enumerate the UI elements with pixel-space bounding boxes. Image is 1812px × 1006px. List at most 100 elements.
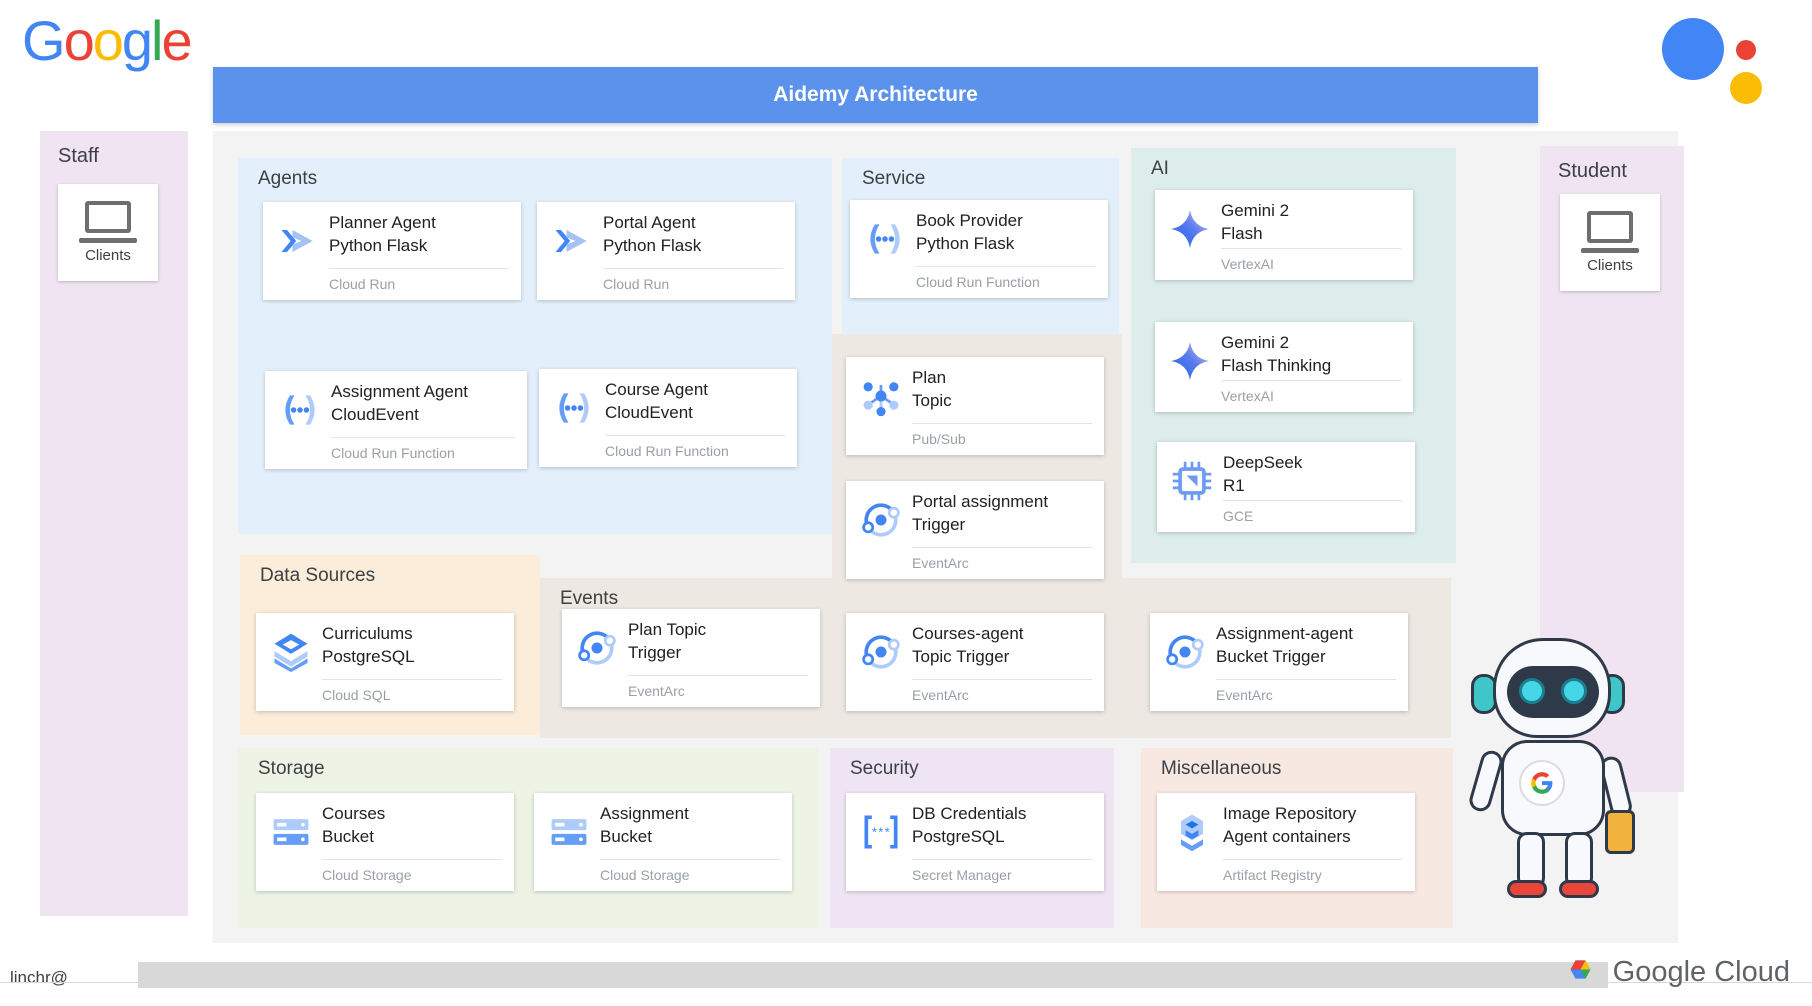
cloud-storage-icon xyxy=(268,809,314,855)
card-assignment-agent-bucket-trigger[interactable]: Assignment-agent Bucket Trigger EventArc xyxy=(1150,613,1408,711)
card-title: Portal Agent Python Flask xyxy=(603,213,702,255)
laptop-icon xyxy=(79,201,137,243)
card-subtitle: EventArc xyxy=(912,679,1092,711)
card-assignment-agent[interactable]: Assignment Agent CloudEvent Cloud Run Fu… xyxy=(265,371,527,469)
robot-tablet xyxy=(1605,810,1635,854)
page-title: Aidemy Architecture xyxy=(773,83,978,106)
eventarc-icon xyxy=(1162,629,1208,675)
card-title: DeepSeek R1 xyxy=(1223,453,1303,495)
cloud-function-icon xyxy=(277,387,323,433)
card-title: Courses Bucket xyxy=(322,804,386,846)
student-clients-label: Clients xyxy=(1587,257,1633,274)
google-logo-letter-e: e xyxy=(161,9,192,72)
robot-eye-right xyxy=(1561,678,1587,704)
card-title: Assignment Bucket xyxy=(600,804,689,846)
card-title: DB Credentials PostgreSQL xyxy=(912,804,1027,846)
group-security-title: Security xyxy=(850,758,919,779)
robot-chest-google-icon xyxy=(1519,760,1565,806)
card-subtitle: EventArc xyxy=(1216,679,1396,711)
card-image-repository[interactable]: Image Repository Agent containers Artifa… xyxy=(1157,793,1415,891)
card-courses-agent-topic-trigger[interactable]: Courses-agent Topic Trigger EventArc xyxy=(846,613,1104,711)
card-plan-topic-trigger[interactable]: Plan Topic Trigger EventArc xyxy=(562,609,820,707)
card-subtitle: Secret Manager xyxy=(912,859,1092,891)
card-portal-assignment-trigger[interactable]: Portal assignment Trigger EventArc xyxy=(846,481,1104,579)
card-title: Course Agent CloudEvent xyxy=(605,380,709,422)
card-deepseek-r1[interactable]: DeepSeek R1 GCE xyxy=(1157,442,1415,532)
card-subtitle: Cloud Run xyxy=(329,268,509,300)
footer-divider xyxy=(0,982,1812,983)
student-panel-title: Student xyxy=(1558,160,1627,182)
cloud-storage-icon xyxy=(546,809,592,855)
card-title: Assignment Agent CloudEvent xyxy=(331,382,469,424)
card-plan-topic[interactable]: Plan Topic Pub/Sub xyxy=(846,357,1104,455)
eventarc-icon xyxy=(858,497,904,543)
card-gemini-2-flash-thinking[interactable]: Gemini 2 Flash Thinking VertexAI xyxy=(1155,322,1413,412)
staff-panel-title: Staff xyxy=(58,145,99,167)
secret-manager-icon: *** xyxy=(858,809,904,855)
card-title: Plan Topic xyxy=(912,368,952,410)
assistant-dot-blue xyxy=(1662,18,1724,80)
google-logo-letter-G: G xyxy=(22,9,66,72)
diagram-title-bar: Aidemy Architecture xyxy=(213,67,1538,123)
card-title: Curriculums PostgreSQL xyxy=(322,624,415,666)
card-db-credentials[interactable]: *** DB Credentials PostgreSQL Secret Man… xyxy=(846,793,1104,891)
card-subtitle: Cloud Run xyxy=(603,268,783,300)
card-subtitle: GCE xyxy=(1223,500,1403,532)
card-courses-bucket[interactable]: Courses Bucket Cloud Storage xyxy=(256,793,514,891)
card-title: Gemini 2 Flash xyxy=(1221,201,1290,243)
cloud-run-icon xyxy=(549,218,595,264)
svg-text:*: * xyxy=(872,825,877,840)
assistant-dot-yellow xyxy=(1730,72,1762,104)
card-subtitle: EventArc xyxy=(628,675,808,707)
google-logo-letter-o2: o xyxy=(92,9,124,72)
google-assistant-dots xyxy=(1662,12,1782,104)
gemini-sparkle-icon xyxy=(1167,206,1213,252)
card-subtitle: Cloud Run Function xyxy=(916,266,1096,298)
card-course-agent[interactable]: Course Agent CloudEvent Cloud Run Functi… xyxy=(539,369,797,467)
card-subtitle: Cloud Storage xyxy=(600,859,780,891)
card-subtitle: VertexAI xyxy=(1221,380,1401,412)
artifact-registry-icon xyxy=(1169,809,1215,855)
google-logo-letter-l: l xyxy=(151,9,164,72)
card-gemini-2-flash[interactable]: Gemini 2 Flash VertexAI xyxy=(1155,190,1413,280)
card-portal-agent[interactable]: Portal Agent Python Flask Cloud Run xyxy=(537,202,795,300)
robot-foot-left xyxy=(1507,880,1547,898)
footer-progress-bar xyxy=(138,962,1608,988)
robot-arm-left xyxy=(1466,748,1506,814)
card-title: Image Repository Agent containers xyxy=(1223,804,1357,846)
google-cloud-label: Google Cloud xyxy=(1612,955,1790,988)
card-title: Courses-agent Topic Trigger xyxy=(912,624,1024,666)
student-clients-card[interactable]: Clients xyxy=(1560,194,1660,291)
pubsub-icon xyxy=(858,373,904,419)
google-cloud-logo: Google Cloud xyxy=(1563,955,1790,989)
footer-username: linchr@ xyxy=(10,968,68,987)
card-title: Portal assignment Trigger xyxy=(912,492,1049,534)
card-book-provider[interactable]: Book Provider Python Flask Cloud Run Fun… xyxy=(850,200,1108,298)
group-events-title: Events xyxy=(560,588,619,609)
card-planner-agent[interactable]: Planner Agent Python Flask Cloud Run xyxy=(263,202,521,300)
google-logo-letter-o1: o xyxy=(63,9,95,72)
staff-clients-label: Clients xyxy=(85,247,131,264)
cloud-glyph-icon xyxy=(1570,960,1591,979)
card-subtitle: Cloud Storage xyxy=(322,859,502,891)
google-logo-letter-g: g xyxy=(121,9,153,72)
card-curriculums[interactable]: Curriculums PostgreSQL Cloud SQL xyxy=(256,613,514,711)
group-agents-title: Agents xyxy=(258,168,318,189)
card-title: Gemini 2 Flash Thinking xyxy=(1221,333,1332,375)
card-assignment-bucket[interactable]: Assignment Bucket Cloud Storage xyxy=(534,793,792,891)
cpu-chip-icon xyxy=(1169,458,1215,504)
robot-mascot xyxy=(1455,630,1655,910)
card-title: Book Provider Python Flask xyxy=(916,211,1023,253)
svg-text:*: * xyxy=(885,825,890,840)
card-subtitle: Pub/Sub xyxy=(912,423,1092,455)
card-title: Planner Agent Python Flask xyxy=(329,213,436,255)
group-service-title: Service xyxy=(862,168,926,189)
card-subtitle: Cloud Run Function xyxy=(605,435,785,467)
cloud-function-icon xyxy=(862,216,908,262)
eventarc-icon xyxy=(574,625,620,671)
gemini-sparkle-icon xyxy=(1167,338,1213,384)
staff-clients-card[interactable]: Clients xyxy=(58,184,158,281)
robot-eye-left xyxy=(1519,678,1545,704)
cloud-sql-icon xyxy=(268,629,314,675)
